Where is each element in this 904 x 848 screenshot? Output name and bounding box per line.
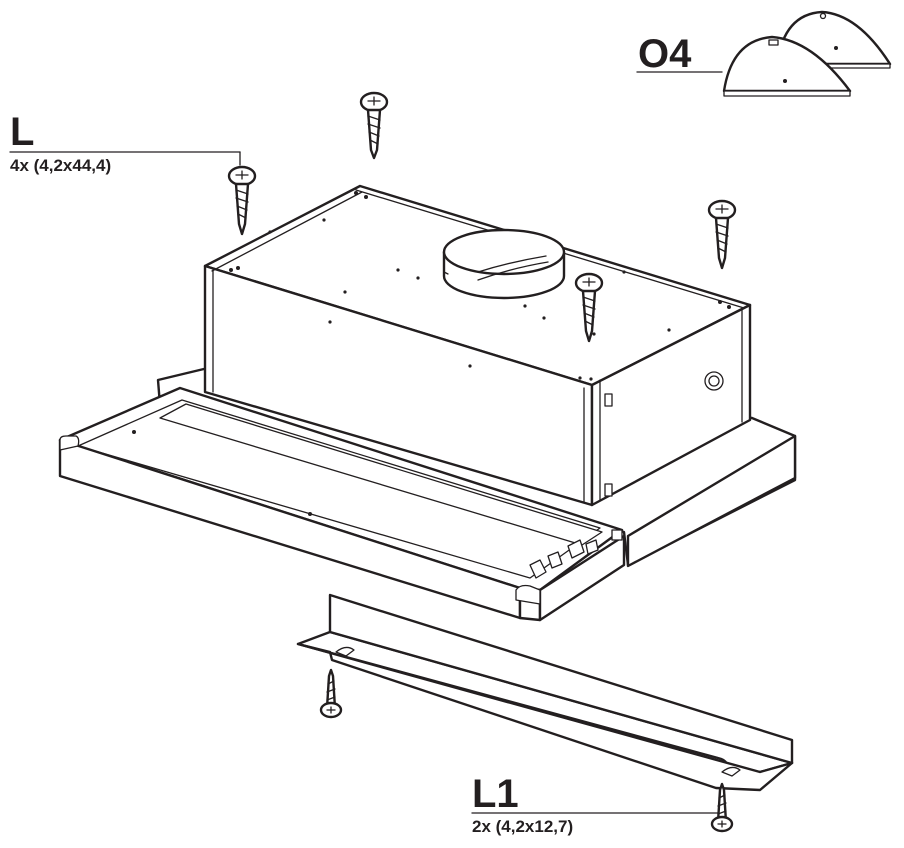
label-o4-code: O4 — [638, 32, 692, 76]
screw-l-3 — [707, 199, 737, 270]
label-l1-code: L1 — [472, 772, 519, 816]
label-l1-spec: 2x (4,2x12,7) — [472, 817, 574, 836]
screw-l1-2 — [710, 782, 734, 833]
exhaust-outlet — [442, 228, 566, 300]
label-leaders — [9, 71, 723, 814]
screw-l1-1 — [319, 668, 343, 719]
screw-l-2 — [227, 165, 257, 236]
screw-l-1 — [359, 91, 389, 160]
label-l-spec: 4x (4,2x44,4) — [10, 156, 112, 175]
screw-l-4 — [574, 272, 604, 343]
o4-cover-front — [722, 35, 852, 97]
l1-bracket — [296, 593, 794, 792]
label-l-code: L — [10, 110, 35, 154]
pull-out-front — [58, 386, 626, 622]
